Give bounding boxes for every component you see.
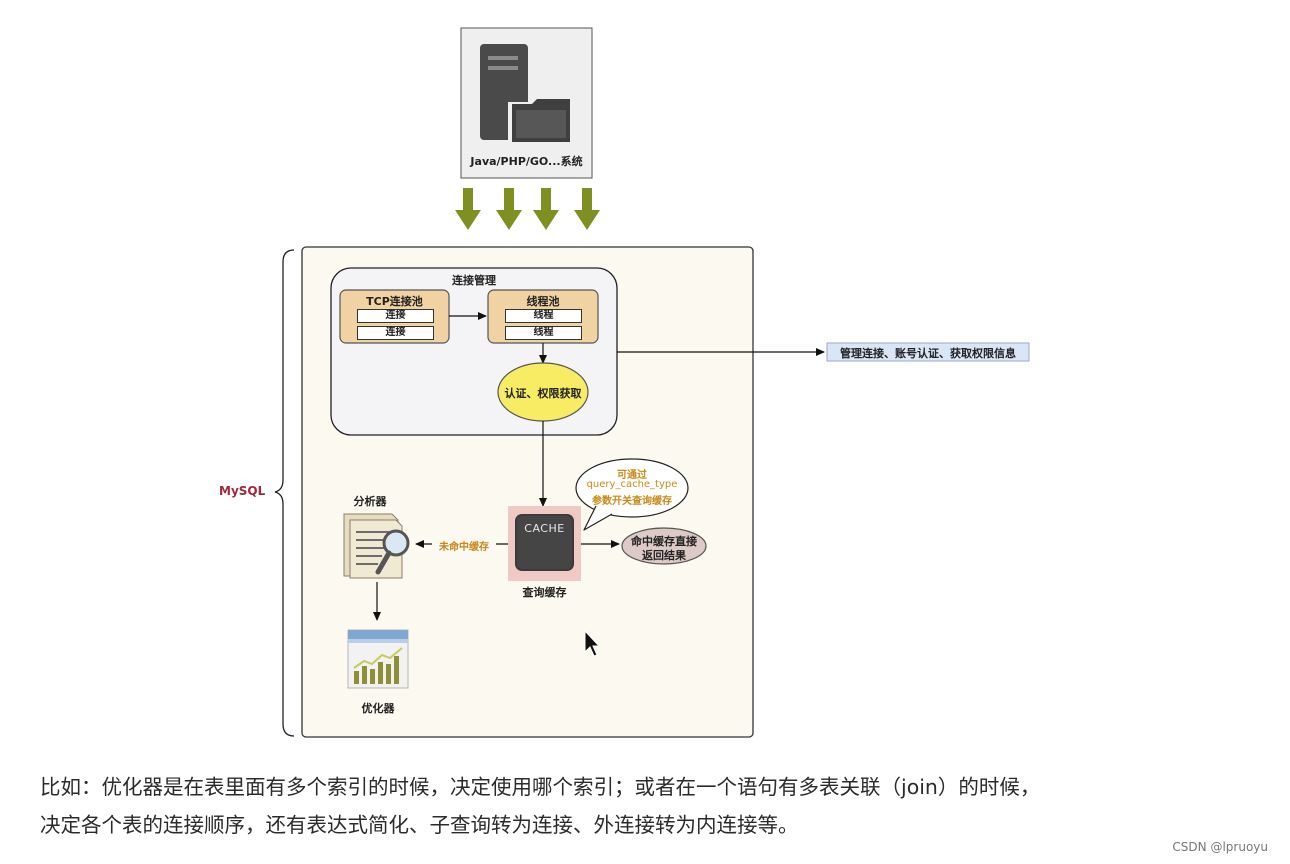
cache-icon (508, 506, 581, 581)
auth-label: 认证、权限获取 (504, 387, 582, 400)
caption-paragraph: 比如：优化器是在表里面有多个索引的时候，决定使用哪个索引；或者在一个语句有多表关… (40, 768, 1260, 844)
thread-pool-title: 线程池 (526, 295, 560, 308)
hit-result-line-2: 返回结果 (642, 549, 686, 562)
mysql-label: MySQL (219, 484, 266, 498)
connection-management-title: 连接管理 (452, 274, 496, 287)
note-box (826, 342, 1030, 362)
server-icon (480, 44, 570, 142)
thread-item: 线程 (505, 309, 582, 323)
hit-result-ellipse (621, 527, 707, 565)
watermark: CSDN @lpruoyu (1172, 840, 1268, 854)
bubble-line-3: 参数开关查询缓存 (592, 496, 672, 507)
bubble-line-1: 可通过 (617, 470, 647, 481)
caption-line-1: 比如：优化器是在表里面有多个索引的时候，决定使用哪个索引；或者在一个语句有多表关… (40, 775, 1041, 799)
mysql-brace (274, 249, 295, 737)
analyzer-label: 分析器 (353, 495, 387, 508)
bubble-line-2: query_cache_type (586, 479, 678, 490)
tcp-pool-title: TCP连接池 (366, 295, 423, 308)
optimizer-icon (347, 629, 409, 689)
miss-label: 未命中缓存 (432, 538, 496, 553)
mouse-cursor-icon (584, 629, 601, 657)
caption-line-2: 决定各个表的连接顺序，还有表达式简化、子查询转为连接、外连接转为内连接等。 (40, 813, 799, 837)
cache-tip-bubble (575, 458, 689, 531)
client-label: Java/PHP/GO...系统 (470, 155, 583, 168)
optimizer-label: 优化器 (361, 702, 395, 715)
client-server-box (460, 27, 593, 179)
hit-result-line-1: 命中缓存直接 (631, 535, 697, 548)
tcp-connection-item: 连接 (357, 309, 434, 323)
note-label: 管理连接、账号认证、获取权限信息 (840, 347, 1016, 360)
analyzer-icon (343, 513, 410, 579)
query-cache-label: 查询缓存 (522, 586, 567, 599)
tcp-connection-item: 连接 (357, 326, 434, 340)
request-arrows (455, 188, 600, 230)
thread-item: 线程 (505, 326, 582, 340)
cache-text: CACHE (524, 522, 565, 535)
